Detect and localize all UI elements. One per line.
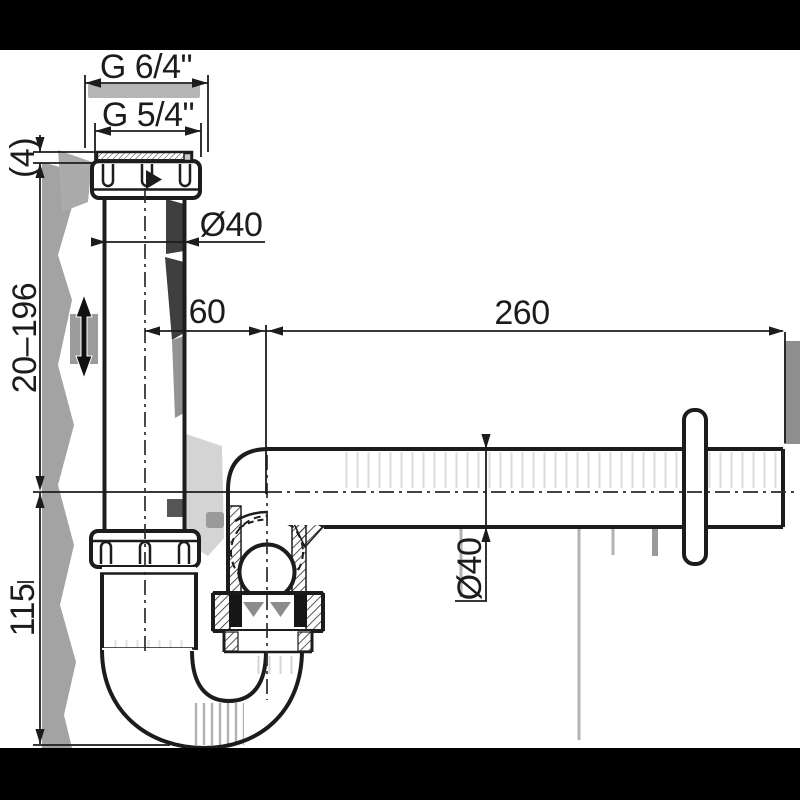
joint-ring-hatch-right <box>297 631 313 652</box>
left-shade-strip <box>42 162 76 748</box>
top-crop-band <box>0 0 800 50</box>
outlet-pipe-stripes <box>340 452 780 488</box>
joint-ring-hatch-left <box>223 631 239 652</box>
u-bend <box>100 648 304 751</box>
label-top-thread: G 6/4" <box>100 48 192 86</box>
u-bend-fill <box>102 648 302 747</box>
elbow-shade-blob <box>206 512 224 528</box>
elbow-outer-edge <box>226 447 270 593</box>
joint-gasket-left <box>229 594 242 627</box>
label-seal-thickness: (4) <box>4 138 42 178</box>
cup-nut-slot <box>177 540 191 564</box>
label-adjust-range: 20–196 <box>6 283 44 393</box>
label-inlet-diameter: Ø40 <box>200 206 263 244</box>
cup-nut-slot <box>99 540 113 564</box>
outlet-pipe <box>267 408 785 740</box>
joint-shade-triangle <box>270 602 291 617</box>
nut-left-shade <box>58 150 92 212</box>
nut-slot <box>101 164 115 188</box>
cup-fill <box>102 567 196 650</box>
cup-bottom-stripes <box>110 640 190 648</box>
right-edge-shade <box>784 341 800 444</box>
wall-flange <box>682 408 708 566</box>
joint-shade-triangle <box>243 602 264 617</box>
u-bend-stripes <box>192 703 244 745</box>
seal-washer <box>95 150 194 164</box>
label-outlet-length: 260 <box>494 294 549 332</box>
label-trap-height: 115 <box>4 584 42 637</box>
pipe-shadow-1 <box>166 199 184 254</box>
dimension-layer: G 6/4" G 5/4" Ø40 60 260 (4) 20–196 115 … <box>4 48 786 746</box>
pipe-shadow-2 <box>165 257 184 340</box>
pipe-shadow-4 <box>167 499 184 517</box>
pipe-shadow-3 <box>172 336 184 418</box>
joint-gasket-right <box>294 594 307 627</box>
u-bend-inner-arc <box>190 650 268 704</box>
socket-rim-dashed-arc <box>238 518 296 529</box>
shading-layer <box>42 84 800 748</box>
bottom-crop-band <box>0 748 800 800</box>
leg-stripes <box>252 656 298 674</box>
thread-stub-shade <box>88 84 200 98</box>
joint-nut-hatch-right <box>305 592 324 632</box>
top-union-nut <box>90 150 202 200</box>
washer-end-detail <box>183 152 192 162</box>
label-nut-thread: G 5/4" <box>102 96 194 134</box>
flange-drip-shade <box>652 529 658 556</box>
joint-ring-fill <box>224 631 312 652</box>
height-adjust-arrow-icon <box>75 293 93 380</box>
label-inlet-offset: 60 <box>189 293 226 331</box>
joint-nut-hatch-left <box>212 592 231 632</box>
label-outlet-diameter: Ø40 <box>451 538 489 601</box>
nut-slot <box>178 164 192 188</box>
dimension-arrowheads <box>35 78 784 744</box>
nut-arrow-marker-icon <box>146 170 162 189</box>
centerlines <box>144 188 796 700</box>
